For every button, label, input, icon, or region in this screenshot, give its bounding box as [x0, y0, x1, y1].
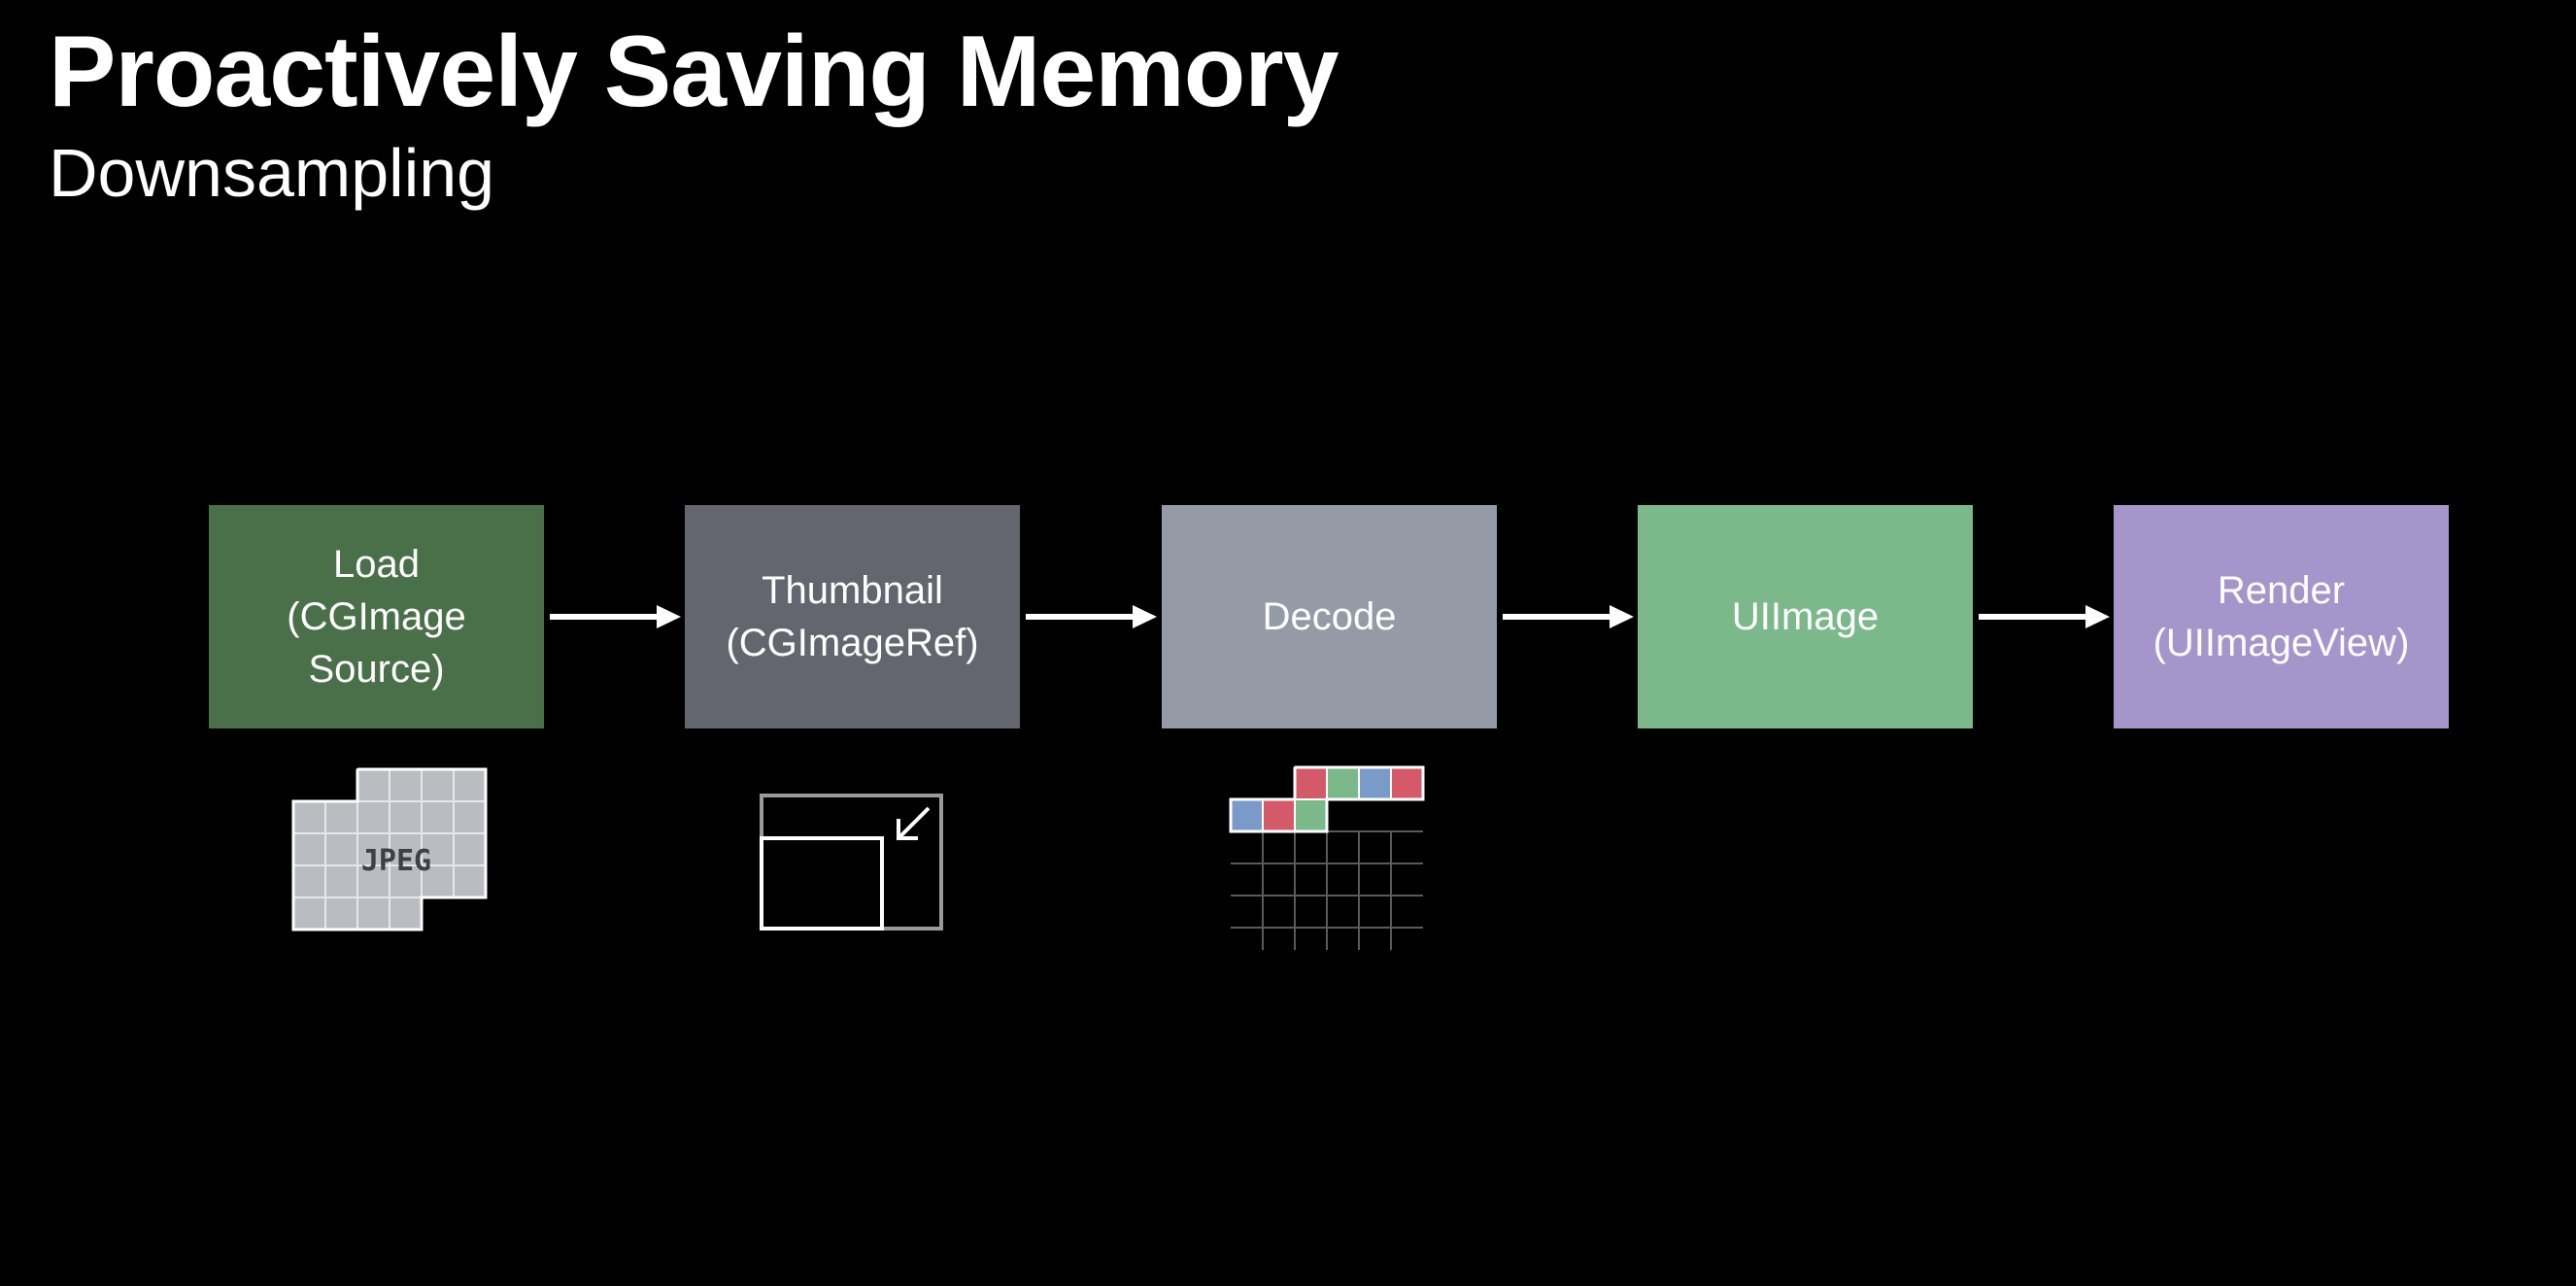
stage-thumbnail: Thumbnail (CGImageRef) — [685, 505, 1020, 728]
jpeg-label: JPEG — [361, 844, 431, 878]
arrow-right-icon — [1503, 605, 1634, 628]
stage-render: Render (UIImageView) — [2114, 505, 2449, 728]
stage-render-label: Render (UIImageView) — [2152, 569, 2410, 664]
stage-uiimage: UIImage — [1638, 505, 1973, 728]
stage-uiimage-label: UIImage — [1731, 595, 1880, 638]
stage-decode: Decode — [1162, 505, 1497, 728]
pixel-buffer-icon — [1229, 765, 1425, 950]
arrow-right-icon — [1979, 605, 2110, 628]
stage-decode-label: Decode — [1262, 595, 1397, 638]
stage-load: Load (CGImage Source) — [209, 505, 544, 728]
stage-load-label: Load (CGImage Source) — [287, 543, 466, 691]
arrow-right-icon — [1026, 605, 1157, 628]
thumbnail-resize-icon — [760, 794, 943, 931]
slide-title: Proactively Saving Memory — [49, 16, 1339, 128]
jpeg-file-icon: JPEG — [291, 767, 488, 931]
stage-thumbnail-label: Thumbnail (CGImageRef) — [726, 569, 979, 664]
arrow-right-icon — [550, 605, 681, 628]
slide-subtitle: Downsampling — [49, 135, 495, 211]
